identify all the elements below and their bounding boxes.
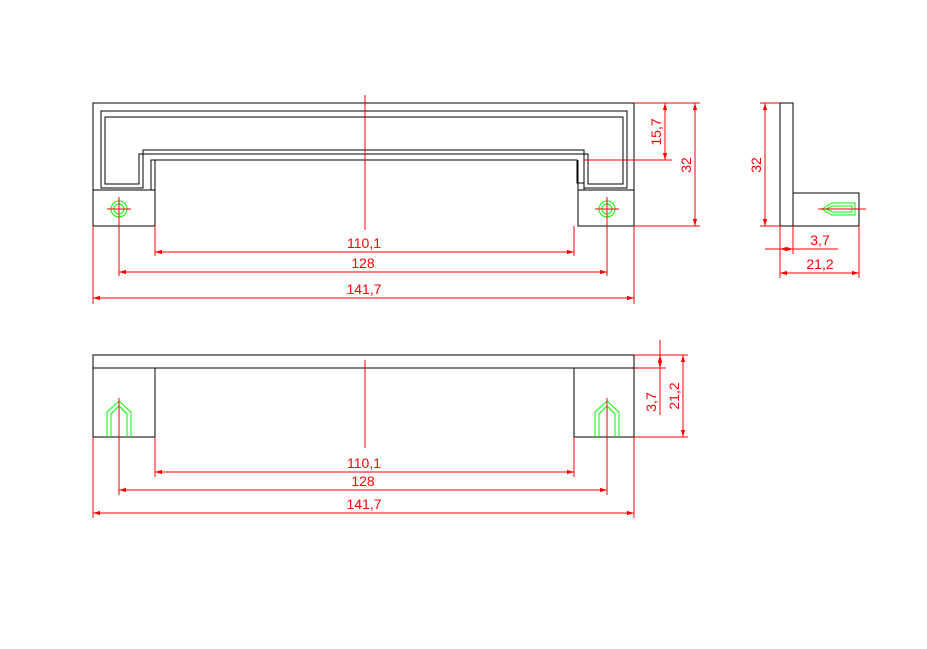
dim-total-height: 32 [678,157,694,173]
dim-side-depth: 21,2 [806,256,833,272]
dim-hole-spacing: 128 [351,255,375,271]
left-mounting-hole [107,197,131,221]
handle-inner-outline [100,110,628,189]
dim-overall-length: 141,7 [346,281,381,297]
dim-side-thickness: 3,7 [810,232,830,248]
handle-outline [92,102,635,227]
bottom-dim-depth: 21,2 [666,382,682,409]
bottom-view: 110,1 128 141,7 3,7 21,2 [92,340,688,518]
bottom-bar [92,354,635,369]
bottom-dim-inner-gap: 110,1 [347,455,381,471]
side-screw-hole [818,202,866,216]
side-view: 32 3,7 21,2 [748,102,866,278]
bottom-dim-hole-spacing: 128 [351,473,375,489]
right-mounting-hole [595,197,619,221]
dim-inner-height: 15,7 [648,118,664,145]
handle-inner-outline-2 [104,116,624,185]
bottom-left-foot [92,368,156,438]
side-profile [779,102,860,227]
bottom-dim-thickness: 3,7 [643,392,659,412]
bottom-left-screw-hole [106,398,132,440]
front-view: 110,1 128 141,7 15,7 32 [92,95,700,304]
dim-inner-gap: 110,1 [347,235,381,251]
bottom-dim-overall-length: 141,7 [346,496,381,512]
bottom-right-screw-hole [594,398,620,440]
dim-side-height: 32 [748,157,764,173]
bottom-right-foot [573,368,635,438]
